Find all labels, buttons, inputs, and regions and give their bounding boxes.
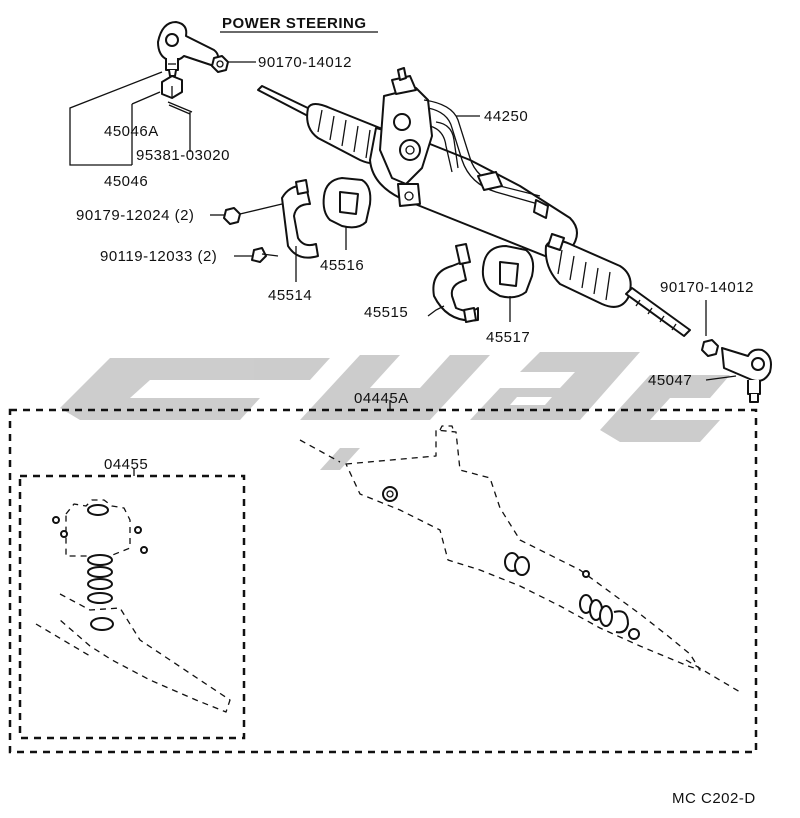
label-45515: 45515: [364, 304, 408, 321]
bracket-45514: [281, 179, 319, 259]
label-90179-12024: 90179-12024 (2): [76, 207, 194, 224]
label-45047: 45047: [648, 372, 692, 389]
tie-rod-end-left: [157, 21, 219, 77]
grommet-45517: [481, 245, 535, 299]
label-90170-14012-upper: 90170-14012: [258, 54, 352, 71]
diagram-title: POWER STEERING: [222, 15, 367, 32]
nut-90179: [223, 207, 241, 225]
label-45517: 45517: [486, 329, 530, 346]
grommet-45516: [322, 177, 372, 229]
label-44250: 44250: [484, 108, 528, 125]
bracket-45515: [432, 243, 479, 323]
watermark-logo: [60, 352, 730, 470]
label-45516: 45516: [320, 257, 364, 274]
kit-04455-parts: [35, 499, 231, 713]
label-90170-14012-lower: 90170-14012: [660, 279, 754, 296]
castle-nut-45046A: [161, 75, 183, 99]
label-90119-12033: 90119-12033 (2): [100, 248, 217, 265]
label-45046: 45046: [104, 173, 148, 190]
label-04455: 04455: [104, 456, 148, 473]
bolt-90119: [251, 247, 279, 263]
nut-90170-right: [701, 339, 719, 357]
kit-04445A-boundary: [8, 408, 758, 754]
tie-rod-end-right: [721, 347, 772, 403]
kit-rack-outline: [299, 425, 741, 693]
label-04445A: 04445A: [354, 390, 409, 407]
cotter-pin-95381: [167, 101, 193, 115]
steering-gear-assembly-44250: [257, 67, 691, 337]
kit-04455-boundary: [18, 474, 246, 740]
label-45514: 45514: [268, 287, 312, 304]
diagram-code: MC C202-D: [672, 790, 756, 807]
label-45046A: 45046A: [104, 123, 159, 140]
nut-90170-left: [211, 55, 229, 73]
label-95381-03020: 95381-03020: [136, 147, 230, 164]
